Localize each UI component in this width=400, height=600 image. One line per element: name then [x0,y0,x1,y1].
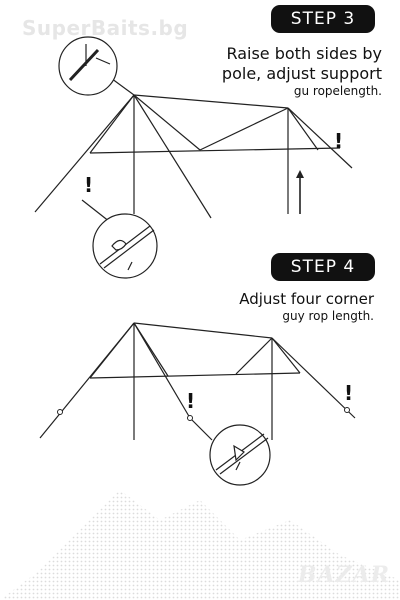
step3-alert-right-icon: ! [334,129,343,153]
step3-tarp-lines [34,69,353,223]
step3-alert-left-icon: ! [84,173,93,197]
step4-alert-right-icon: ! [344,381,353,405]
step4-peg-left [57,409,63,415]
step3-caption-line1: Raise both sides by [226,44,382,63]
step3-caption-line3: gu ropelength. [293,84,382,98]
step4-caption: Adjust four corner guy rop length. [134,290,374,324]
step4-caption-line1: Adjust four corner [239,290,374,308]
step3-caption: Raise both sides by pole, adjust support… [142,44,382,99]
step4-alert-left-icon: ! [186,389,195,413]
step4-caption-line2: guy rop length. [282,308,374,323]
step3-caption-line2: pole, adjust support [221,64,382,83]
step4-peg-right [344,407,350,413]
raise-arrow-icon [296,170,304,214]
superbaits-watermark: SuperBaits.bg [22,16,189,40]
step3-badge: STEP 3 [271,5,375,33]
step3-detail-magnifier-bottom [92,213,158,279]
step4-detail-magnifier [209,424,271,486]
step4-tarp-lines [39,322,356,441]
step3-detail-magnifier-top [58,36,118,96]
bazar-logo: BAZAR [297,562,390,588]
mountain-background [0,490,400,600]
step4-badge: STEP 4 [271,253,375,281]
step4-peg-middle [187,415,193,421]
